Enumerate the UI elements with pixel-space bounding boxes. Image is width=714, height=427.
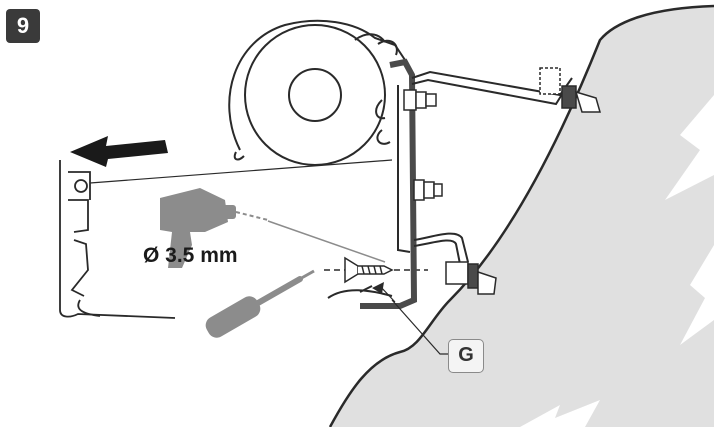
- arrow-left-icon: [70, 136, 168, 167]
- bracket-bolt-upper: [403, 89, 437, 111]
- awning-roll: [228, 19, 406, 166]
- power-drill-icon: [160, 188, 269, 268]
- countersunk-screw-icon: [344, 256, 394, 284]
- front-profile: [59, 160, 176, 319]
- vehicle-wall: [328, 4, 714, 427]
- wall-bolt-upper: [539, 67, 601, 113]
- step-number-badge: 9: [6, 9, 40, 43]
- drill-diameter-label: Ø 3.5 mm: [143, 244, 238, 267]
- wall-bolt-lower: [445, 261, 497, 295]
- fabric-line: [89, 159, 393, 184]
- bracket-bolt-middle: [413, 179, 443, 201]
- drill-guide-line: [267, 220, 386, 263]
- callout-g-label: G: [448, 339, 484, 373]
- callout-arrowhead: [372, 282, 384, 294]
- wall-bracket: [327, 58, 573, 309]
- screwdriver-icon: [205, 269, 315, 338]
